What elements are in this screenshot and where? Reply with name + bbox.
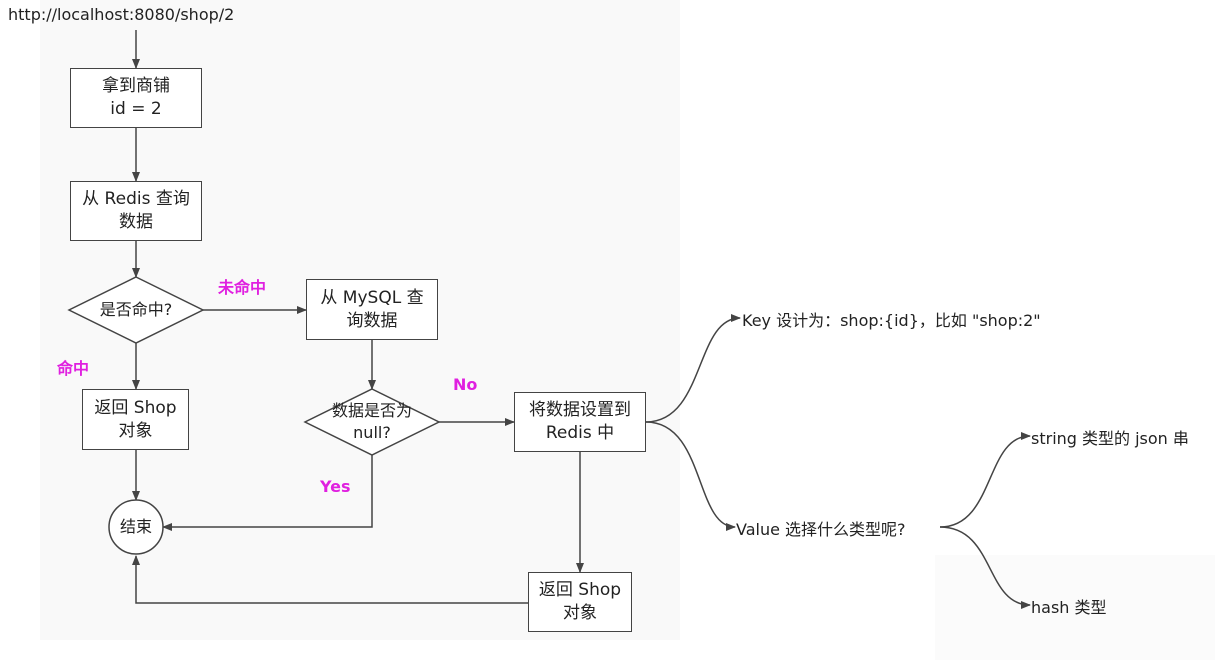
is-null-diamond (303, 388, 441, 456)
branch-hash (939, 526, 1031, 609)
branch-key (645, 314, 741, 423)
hit-label: 命中 (57, 359, 90, 378)
mindmap-value-text: Value 选择什么类型呢? (736, 520, 906, 539)
edge-yes (162, 455, 373, 531)
get-shop-id-box: 拿到商铺 id = 2 (70, 68, 202, 128)
no-label: No (453, 375, 478, 394)
background-panel-right (935, 555, 1215, 660)
query-mysql-box: 从 MySQL 查 询数据 (306, 279, 438, 340)
yes-label: Yes (320, 477, 351, 496)
branch-string (939, 432, 1031, 528)
return-shop-box-1: 返回 Shop 对象 (82, 389, 189, 450)
is-hit-diamond (67, 276, 205, 344)
mindmap-key-text: Key 设计为：shop:{id}，比如 "shop:2" (742, 311, 1041, 330)
mindmap-string-json-text: string 类型的 json 串 (1031, 429, 1189, 448)
is-hit-label: 是否命中? (99, 300, 173, 319)
end-circle (108, 499, 164, 555)
url-text: http://localhost:8080/shop/2 (8, 5, 235, 24)
branch-value (645, 421, 736, 531)
query-redis-box: 从 Redis 查询 数据 (70, 181, 202, 241)
set-redis-box: 将数据设置到 Redis 中 (514, 392, 646, 452)
is-null-label: 数据是否为 null? (331, 401, 412, 442)
mindmap-hash-text: hash 类型 (1031, 598, 1107, 617)
edge-return2-to-end (132, 555, 528, 604)
end-label: 结束 (119, 517, 152, 536)
miss-label: 未命中 (218, 278, 267, 297)
return-shop-box-2: 返回 Shop 对象 (528, 572, 632, 632)
